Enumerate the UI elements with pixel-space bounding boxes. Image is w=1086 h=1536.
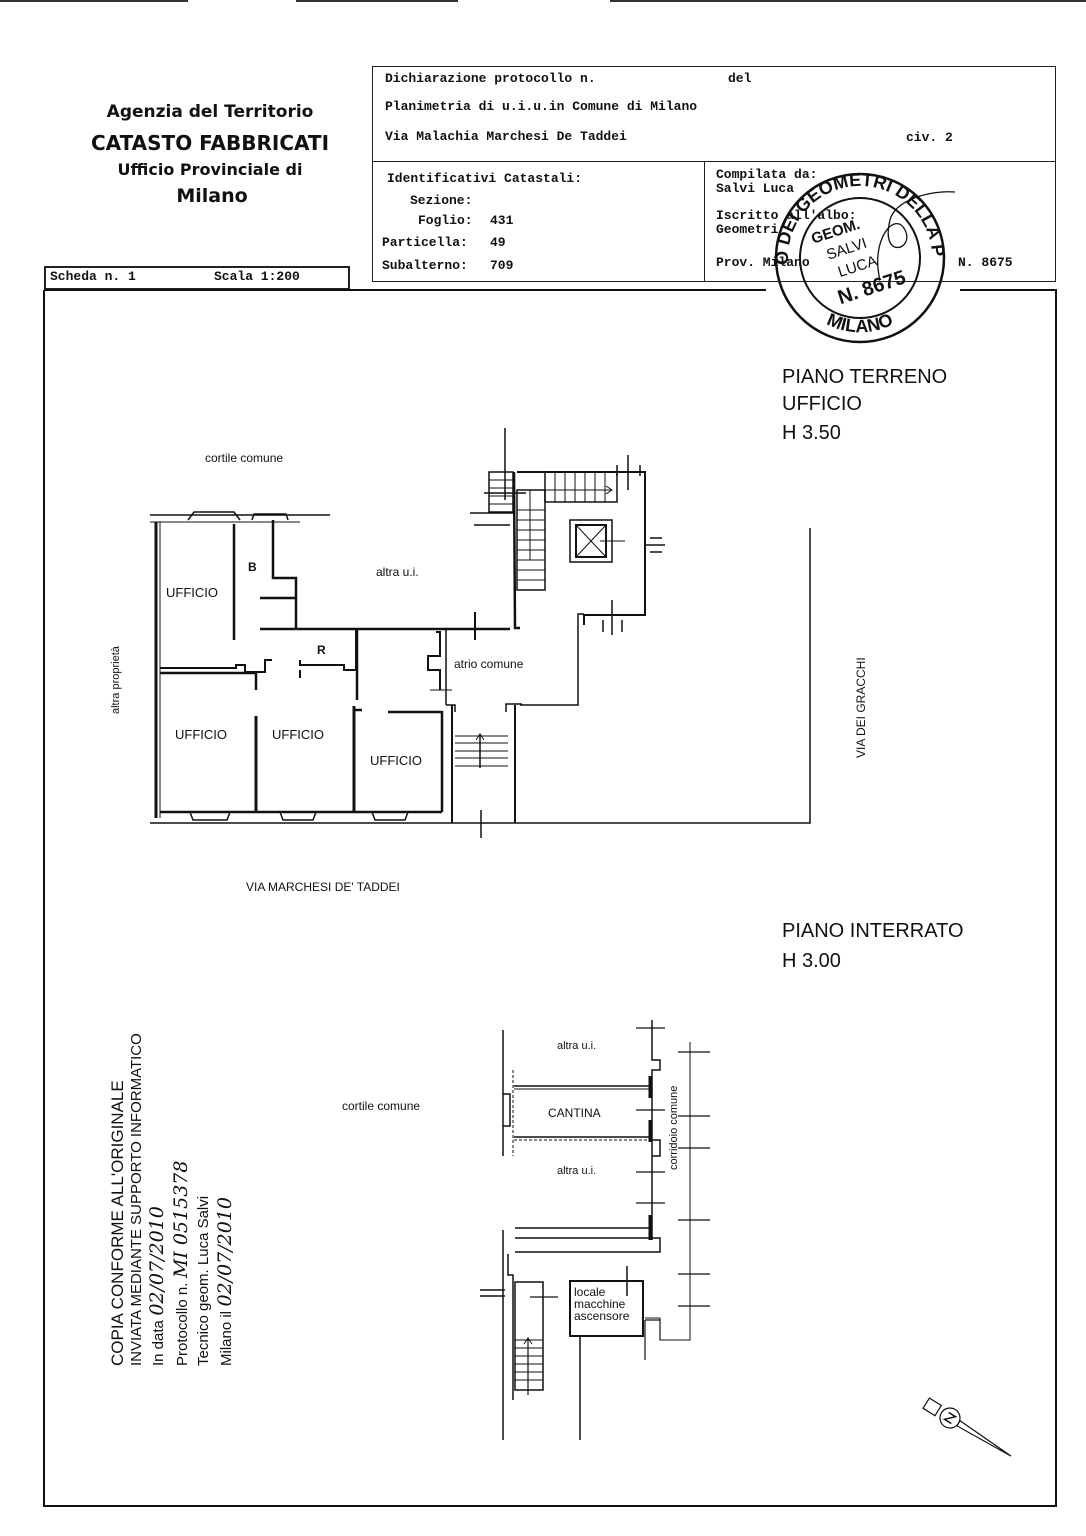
cert-place-label: Milano il <box>218 1310 235 1366</box>
label-altra-ui: altra u.i. <box>376 565 419 579</box>
label-corridoio-comune: corridoio comune <box>668 1085 680 1170</box>
identificativi-title: Identificativi Catastali: <box>387 171 583 186</box>
scan-edge-rule <box>0 0 188 2</box>
north-arrow-icon <box>922 1397 1012 1457</box>
street-label-gracchi: VIA DEI GRACCHI <box>854 657 868 758</box>
room-label-ufficio: UFFICIO <box>370 753 422 768</box>
protocol-date-label: del <box>728 71 752 86</box>
particella-label: Particella: <box>382 235 468 250</box>
cert-protocol-label: Protocollo n. <box>174 1282 191 1366</box>
office-label: Ufficio Provinciale di <box>117 160 303 179</box>
cert-date-label: In data <box>150 1320 167 1366</box>
registration-number: N. 8675 <box>958 255 1013 270</box>
room-label-locale: locale <box>574 1285 606 1299</box>
street-label-taddei: VIA MARCHESI DE' TADDEI <box>246 880 400 894</box>
svg-text:COLLEGIO DEI GEOMETRI DELLA PR: COLLEGIO DEI GEOMETRI DELLA PROVINCIA <box>0 0 948 265</box>
svg-text:MILANO: MILANO <box>824 309 896 336</box>
scan-edge-rule <box>610 0 1086 2</box>
sezione-label: Sezione: <box>410 193 473 208</box>
room-label-cantina: CANTINA <box>548 1106 601 1120</box>
label-cortile-comune: cortile comune <box>205 451 284 465</box>
civic-number: civ. 2 <box>906 130 953 145</box>
label-altra-ui: altra u.i. <box>557 1040 597 1052</box>
room-label-locale: ascensore <box>574 1309 630 1323</box>
office-city: Milano <box>176 185 248 207</box>
cert-place-date-value: 02/07/2010 <box>214 1197 236 1307</box>
scan-edge-rule <box>296 0 458 2</box>
label-altra-ui: altra u.i. <box>557 1165 597 1177</box>
room-label-ufficio: UFFICIO <box>175 727 227 742</box>
foglio-value: 431 <box>490 213 514 228</box>
albo-label: Geometri <box>716 222 779 237</box>
room-label-ufficio: UFFICIO <box>166 585 218 600</box>
room-label-ufficio: UFFICIO <box>272 727 324 742</box>
particella-value: 49 <box>490 235 506 250</box>
cert-technician: Tecnico geom. Luca Salvi <box>195 1195 212 1366</box>
subalterno-label: Subalterno: <box>382 258 468 273</box>
compilata-title: Compilata da: <box>716 167 818 182</box>
compilata-box <box>704 161 1056 282</box>
cert-date-value: 02/07/2010 <box>146 1206 168 1316</box>
floor-use-ground: UFFICIO <box>782 393 862 415</box>
scheda-number: Scheda n. 1 <box>50 269 136 284</box>
floor-title-ground: PIANO TERRENO <box>782 366 948 388</box>
basement-floor-plan <box>480 1020 710 1440</box>
room-label-ripostiglio: R <box>317 643 326 657</box>
ground-floor-plan <box>150 428 811 838</box>
address-label: Via Malachia Marchesi De Taddei <box>385 129 627 144</box>
label-cortile-comune: cortile comune <box>342 1099 421 1113</box>
agency-name: Agenzia del Territorio <box>106 102 314 122</box>
scale-label: Scala 1:200 <box>214 269 300 284</box>
cert-line-copia: COPIA CONFORME ALL'ORIGINALE <box>108 1080 127 1366</box>
foglio-label: Foglio: <box>418 213 473 228</box>
room-label-locale: macchine <box>574 1297 626 1311</box>
floor-title-basement: PIANO INTERRATO <box>782 920 964 942</box>
cert-protocol-value: MI 0515378 <box>170 1160 192 1279</box>
cert-line-inviata: INVIATA MEDIANTE SUPPORTO INFORMATICO <box>128 1033 145 1366</box>
room-label-bagno: B <box>248 560 257 574</box>
floor-height-ground: H 3.50 <box>782 422 841 444</box>
label-atrio-comune: atrio comune <box>454 657 524 671</box>
planimetria-label: Planimetria di u.i.u.in Comune di Milano <box>385 99 698 114</box>
label-altra-proprieta: altra proprietà <box>110 646 122 714</box>
protocol-label: Dichiarazione protocollo n. <box>385 71 596 86</box>
province-label: Prov. Milano <box>716 255 810 270</box>
compilata-name: Salvi Luca <box>716 181 795 196</box>
catasto-title: CATASTO FABBRICATI <box>90 131 330 155</box>
certification-block: COPIA CONFORME ALL'ORIGINALE INVIATA MED… <box>108 1033 238 1366</box>
floor-height-basement: H 3.00 <box>782 950 841 972</box>
subalterno-value: 709 <box>490 258 514 273</box>
